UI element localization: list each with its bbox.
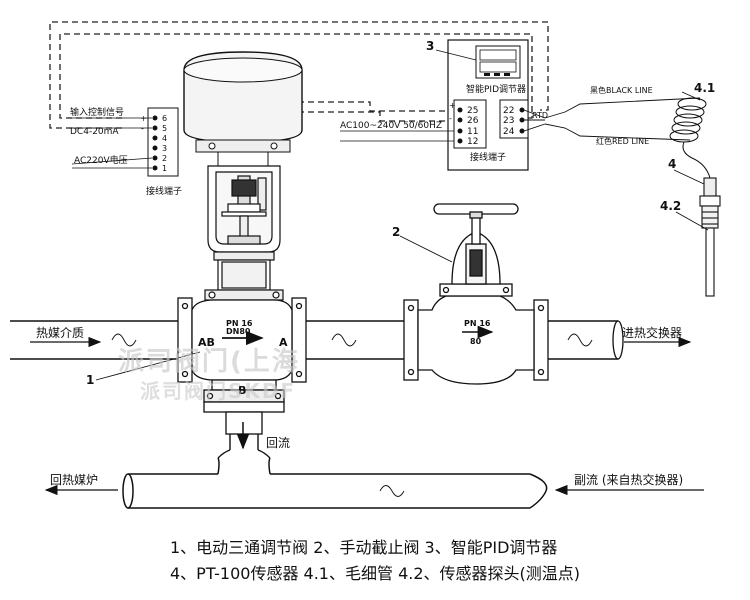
electric-actuator bbox=[183, 51, 303, 167]
capillary-coil bbox=[669, 97, 711, 179]
valve-yoke bbox=[204, 165, 284, 301]
watermark-line-1: 派司阀门(上海 bbox=[118, 347, 300, 377]
controller-pin-11: 11 bbox=[467, 127, 478, 137]
controller-pin-24: 24 bbox=[503, 127, 515, 137]
pt100-sensor bbox=[699, 177, 721, 297]
return-furnace-label: 回热媒炉 bbox=[50, 473, 98, 487]
legend-line-2: 4、PT-100传感器 4.1、毛细管 4.2、传感器探头(测温点) bbox=[170, 564, 580, 583]
inlet-flow-label: 热媒介质 bbox=[36, 326, 84, 340]
terminal-plus-left: + bbox=[140, 114, 147, 123]
callout-4: 4 bbox=[668, 157, 676, 171]
return-pipe bbox=[122, 457, 548, 509]
three-way-valve-body bbox=[177, 297, 307, 435]
valve3-dn: DN80 bbox=[226, 327, 251, 336]
callout-4-2: 4.2 bbox=[660, 199, 681, 213]
terminal-minus-left: - bbox=[141, 124, 144, 133]
stop-valve-pn: PN 16 bbox=[464, 319, 491, 328]
controller-terminal-caption: 接线端子 bbox=[470, 151, 506, 163]
terminal-pin-3: 3 bbox=[162, 144, 167, 153]
ac220-label: AC220V电压 bbox=[74, 154, 128, 166]
callout-3: 3 bbox=[426, 39, 434, 53]
callout-leaders bbox=[95, 49, 709, 381]
terminal-pin-4: 4 bbox=[162, 134, 167, 143]
callout-4-1: 4.1 bbox=[694, 81, 715, 95]
controller-rtd: RTD bbox=[532, 111, 548, 120]
valve3-pn: PN 16 bbox=[226, 319, 253, 328]
to-exchanger-label: 进热交换器 bbox=[622, 325, 682, 340]
controller-pin-26: 26 bbox=[467, 116, 479, 126]
sensor-leads bbox=[523, 97, 701, 141]
controller-power-label: AC100~240V 50/60HZ bbox=[340, 121, 442, 131]
controller-pin-12: 12 bbox=[467, 137, 478, 147]
controller-pin-25: 25 bbox=[467, 106, 478, 116]
legend-line-1: 1、电动三通调节阀 2、手动截止阀 3、智能PID调节器 bbox=[170, 538, 557, 557]
valve3-port-b: B bbox=[238, 384, 246, 397]
return-flow-label: 回流 bbox=[266, 436, 290, 450]
terminal-pins-left: 6 5 4 3 2 1 bbox=[152, 114, 167, 173]
pid-controller-caption: 智能PID调节器 bbox=[466, 83, 526, 95]
watermark-line-2: 派司阀门SKDF bbox=[140, 379, 296, 403]
pid-controller: 智能PID调节器 25 26 11 12 + - 22 23 24 RTD 接线… bbox=[447, 39, 548, 171]
input-signal-label: 输入控制信号 bbox=[70, 106, 124, 118]
terminal-pin-2: 2 bbox=[162, 154, 167, 163]
controller-plus: + bbox=[449, 101, 456, 110]
terminal-caption-left: 接线端子 bbox=[146, 185, 182, 197]
dc-signal-label: DC4-20mA bbox=[70, 127, 119, 137]
terminal-pin-6: 6 bbox=[162, 114, 167, 123]
controller-pin-23: 23 bbox=[503, 116, 514, 126]
bypass-flow-label: 副流 (来自热交换器) bbox=[574, 472, 683, 487]
return-branch-pipe bbox=[217, 422, 271, 459]
valve3-port-ab: AB bbox=[198, 336, 215, 349]
black-line-label: 黑色BLACK LINE bbox=[590, 85, 653, 95]
terminal-block-left: 6 5 4 3 2 1 + - 输入控制信号 DC4-20mA AC220V电压… bbox=[68, 106, 182, 197]
controller-minus: - bbox=[449, 114, 452, 123]
stop-valve-dn: 80 bbox=[470, 337, 482, 346]
callout-1: 1 bbox=[86, 373, 94, 387]
manual-stop-valve bbox=[403, 203, 549, 385]
controller-pin-22: 22 bbox=[503, 106, 514, 116]
callout-2: 2 bbox=[392, 225, 400, 239]
valve3-port-a: A bbox=[279, 336, 288, 349]
terminal-pin-1: 1 bbox=[162, 164, 167, 173]
terminal-pin-5: 5 bbox=[162, 124, 167, 133]
red-line-label: 红色RED LINE bbox=[596, 136, 649, 146]
